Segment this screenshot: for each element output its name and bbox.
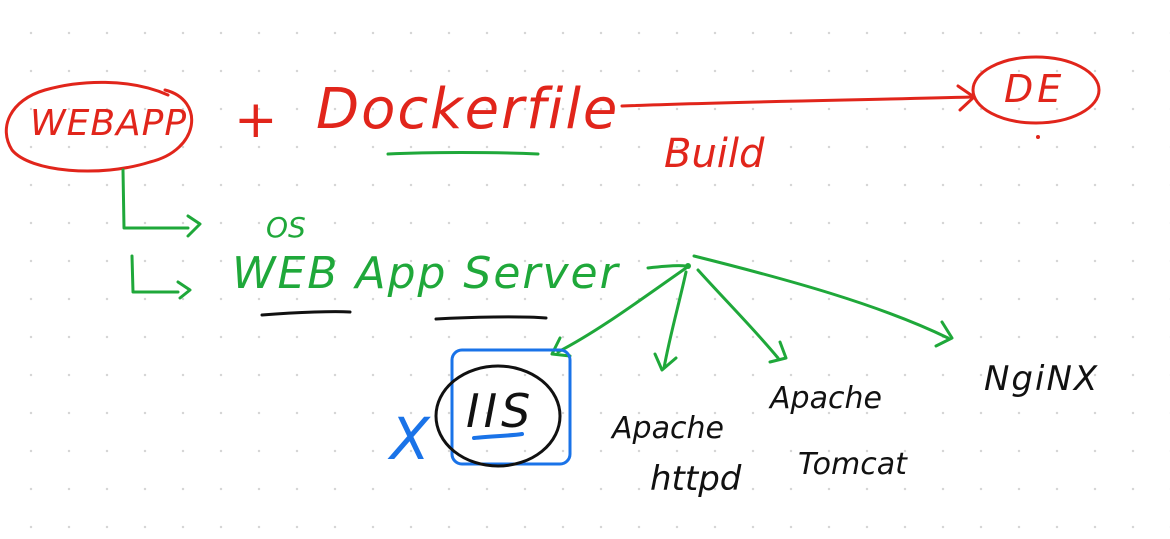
webapp-underline: [260, 310, 352, 317]
dockerfile-underline: [386, 151, 540, 156]
build-label: Build: [664, 131, 765, 177]
iis-underline: [472, 432, 524, 440]
branch-stub: [646, 264, 688, 270]
webapp-circle: [4, 80, 194, 173]
webapp-server-label: WEB App Server: [232, 248, 620, 299]
connector-to-server-head: [176, 280, 192, 300]
edge-to-nginx: [692, 254, 950, 340]
build-arrow-line: [620, 95, 974, 108]
iis-rejected-mark: X: [390, 405, 430, 473]
image-label: DE: [1004, 67, 1066, 111]
edge-to-httpd-head: [653, 352, 678, 372]
edge-to-tomcat-head: [768, 340, 788, 364]
edge-to-iis: [556, 266, 688, 354]
image-circle: [971, 55, 1101, 125]
apache-tomcat-line2: Tomcat: [798, 447, 907, 482]
connector-to-server: [130, 254, 180, 294]
dockerfile-label: Dockerfile: [316, 77, 620, 142]
connector-to-os: [121, 168, 190, 230]
plus-sign: +: [234, 90, 278, 150]
iis-circle: [434, 364, 562, 468]
os-label: OS: [266, 211, 306, 244]
webapp-label: WEBAPP: [30, 103, 188, 144]
apache-tomcat-line1: Apache: [770, 381, 882, 416]
iis-label: IIS: [466, 384, 535, 438]
apache-httpd-line2: httpd: [650, 459, 742, 499]
edge-to-nginx-head: [934, 320, 954, 348]
connector-to-os-head: [186, 214, 202, 238]
image-dot: [1036, 135, 1040, 139]
edge-to-iis-head: [550, 336, 572, 358]
edge-to-tomcat: [696, 268, 780, 360]
edge-to-httpd: [662, 270, 688, 370]
nginx-label: NgiNX: [984, 359, 1100, 399]
server-underline: [434, 315, 548, 321]
apache-httpd-line1: Apache: [612, 411, 724, 446]
